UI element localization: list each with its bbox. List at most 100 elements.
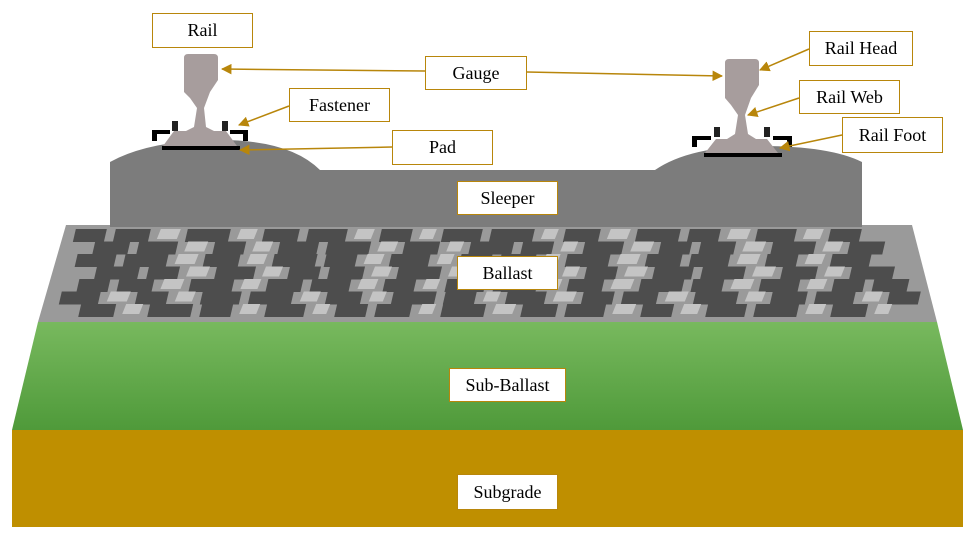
- ballast-stone: [736, 254, 761, 264]
- ballast-stone: [634, 229, 681, 242]
- ballast-stone: [309, 279, 352, 292]
- ballast-stone: [742, 241, 767, 252]
- right-pad: [704, 153, 782, 157]
- ballast-stone: [390, 291, 437, 305]
- ballast-stone: [160, 279, 185, 289]
- ballast-stone: [482, 291, 501, 302]
- ballast-stone: [847, 241, 886, 255]
- ballast-stone: [492, 304, 517, 314]
- ballast-stone: [334, 304, 369, 317]
- ballast-stone: [686, 229, 721, 242]
- ballast-stone: [804, 254, 826, 264]
- ballast-stone: [446, 241, 465, 252]
- right-fastener-bolt-2: [764, 127, 770, 137]
- ballast-stone: [76, 279, 111, 292]
- ballast-stone: [566, 279, 605, 292]
- ballast-stone: [830, 304, 869, 317]
- ballast-stone: [552, 291, 577, 302]
- rail-foot-leader: [778, 134, 843, 152]
- ballast-stone: [562, 266, 581, 277]
- ballast-stone: [871, 279, 910, 292]
- ballast-stone: [134, 291, 169, 305]
- ballast-stone: [504, 291, 547, 305]
- ballast-stone: [94, 266, 141, 280]
- ballast-stones: [58, 229, 921, 317]
- ballast-stone: [582, 241, 625, 255]
- left-fastener-bolt-1: [172, 121, 178, 131]
- fastener-leader: [238, 105, 290, 127]
- ballast-stone: [824, 266, 846, 277]
- ballast-stone: [74, 254, 117, 267]
- ballast-stone: [106, 291, 131, 302]
- ballast-stone: [136, 241, 179, 255]
- ballast-stone: [184, 229, 231, 242]
- ballast-stone: [726, 229, 751, 239]
- ballast-stone: [377, 241, 399, 252]
- ballast-stone: [468, 241, 515, 255]
- rail-head-label: Rail Head: [809, 31, 913, 66]
- ballast-stone: [540, 229, 559, 239]
- ballast-stone: [831, 279, 866, 292]
- ballast-stone: [644, 254, 683, 267]
- ballast-stone: [262, 266, 284, 277]
- left-fastener-clip-outer: [152, 130, 170, 141]
- ballast-stone: [564, 254, 611, 267]
- right-rail-assembly: [692, 59, 792, 157]
- ballast-stone: [122, 254, 169, 267]
- ballast-stone: [805, 304, 827, 314]
- ballast-stone: [802, 229, 824, 239]
- ballast-stone: [199, 291, 242, 305]
- ballast-stone: [769, 291, 808, 305]
- ballast-stone: [692, 291, 739, 305]
- ballast-stone: [422, 279, 441, 289]
- ballast-stone: [371, 266, 393, 277]
- ballast-stone: [680, 304, 702, 314]
- left-rail: [163, 54, 237, 146]
- ballast-stone: [312, 304, 331, 314]
- gauge-label: Gauge: [425, 56, 527, 90]
- ballast-stone: [324, 291, 363, 305]
- sleeper-label: Sleeper: [457, 181, 558, 215]
- ballast-stone: [730, 279, 755, 289]
- ballast-stone: [849, 266, 896, 280]
- ballast-stone: [442, 291, 477, 305]
- ballast-stone: [287, 266, 322, 280]
- ballast-stone: [664, 291, 689, 302]
- ballast-stone: [382, 279, 417, 292]
- right-fastener-clip-outer: [692, 136, 711, 147]
- ballast-stone: [758, 279, 801, 292]
- ballast-stone: [580, 291, 615, 305]
- ballast-stone: [829, 254, 872, 267]
- ballast-stone: [374, 304, 413, 317]
- ballast-stone: [186, 266, 211, 277]
- ballast-stone: [323, 254, 358, 267]
- ballast-stone: [752, 266, 777, 277]
- ballast-stone: [271, 254, 318, 267]
- ballast-stone: [610, 279, 635, 289]
- ballast-stone: [122, 304, 144, 314]
- ballast-stone: [705, 304, 748, 317]
- sub-ballast-label: Sub-Ballast: [449, 368, 566, 402]
- ballast-stone: [418, 229, 437, 239]
- ballast-stone: [146, 266, 181, 280]
- ballast-stone: [188, 279, 235, 292]
- ballast-stone: [239, 304, 261, 314]
- ballast-stone: [388, 254, 431, 267]
- rail-head-leader: [759, 48, 810, 72]
- left-pad: [162, 146, 240, 150]
- ballast-stone: [440, 304, 487, 317]
- ballast-stone: [560, 241, 579, 252]
- ballast-stone: [744, 291, 766, 302]
- right-rail: [705, 59, 778, 153]
- ballast-stone: [325, 241, 372, 255]
- ballast-stone: [363, 254, 385, 264]
- ballast-stone: [353, 229, 375, 239]
- ballast-stone: [184, 241, 209, 252]
- ballast-stone: [658, 241, 693, 255]
- ballast-stone: [436, 254, 455, 264]
- ballast-stone: [440, 229, 483, 242]
- ballast-stone: [822, 241, 844, 252]
- ballast-stone: [780, 266, 819, 280]
- ballast-stone: [874, 304, 893, 314]
